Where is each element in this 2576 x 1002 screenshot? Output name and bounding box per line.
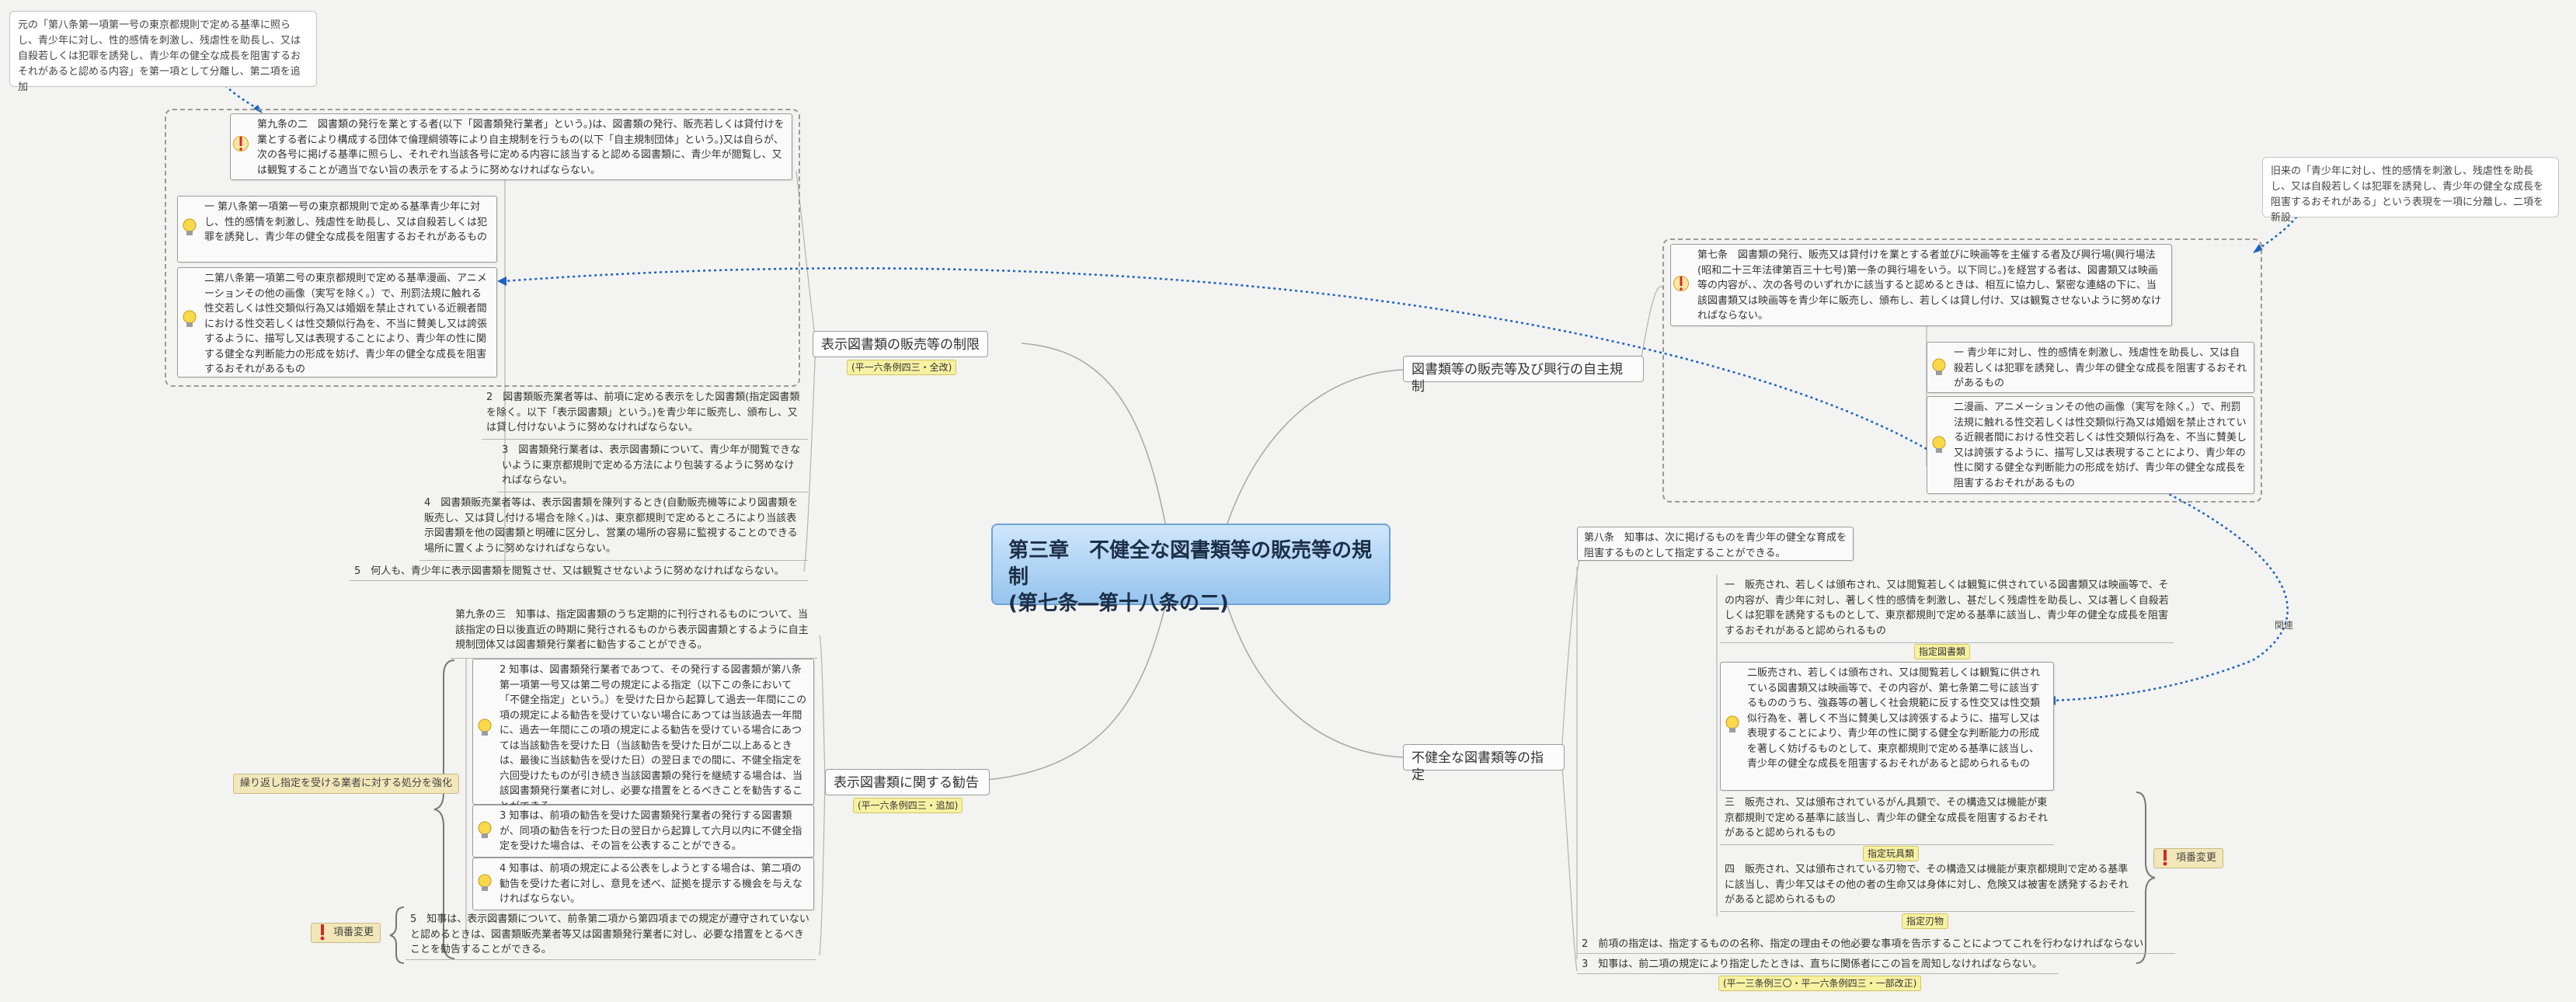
display-limit-item1[interactable]: 一 第八条第一項第一号の東京都規則で定める基準青少年に対し、性的感情を刺激し、残… [177, 196, 497, 263]
selfreg-main[interactable]: 第七条 図書類の発行、販売又は貸付けを業とする者並びに映画等を主催する者及び興行… [1670, 244, 2172, 326]
lightbulb-icon [180, 309, 199, 332]
tip-note-right: 旧来の「青少年に対し、性的感情を刺激し、残虐性を助長し、又は自殺若しくは犯罪を誘… [2262, 157, 2559, 224]
tip-note-left: 元の「第八条第一項第一号の東京都規則で定める基準に照らし、青少年に対し、性的感情… [9, 11, 317, 93]
branch-selfreg[interactable]: 図書類等の販売等及び興行の自主規制 [1403, 356, 1644, 395]
display-limit-p5[interactable]: 5 何人も、青少年に表示図書類を閲覧させ、又は観覧させないように努めなければなら… [350, 562, 808, 581]
display-limit-p3[interactable]: 3 図書類発行業者は、表示図書類について、青少年が閲覧できないように東京都規則で… [497, 441, 808, 492]
advice-intro[interactable]: 第九条の三 知事は、指定図書類のうち定期的に刊行されるものについて、当該指定の日… [451, 606, 817, 659]
lightbulb-icon [1930, 357, 1948, 381]
display-limit-p4[interactable]: 4 図書類販売業者等は、表示図書類を陳列するとき(自動販売機等により図書類を販売… [419, 494, 808, 561]
central-topic[interactable]: 第三章 不健全な図書類等の販売等の規制 (第七条―第十八条の二) [991, 524, 1391, 615]
label-repeat-designation: 繰り返し指定を受ける業者に対する処分を強化 [233, 774, 460, 794]
display-limit-main[interactable]: 第九条の二 図書類の発行を業とする者(以下「図書類発行業者」という。)は、図書類… [230, 113, 792, 180]
selfreg-item1[interactable]: 一 青少年に対し、性的感情を刺激し、残虐性を助長し、又は自殺若しくは犯罪を誘発し… [1927, 342, 2254, 393]
designation-item2[interactable]: 二販売され、若しくは頒布され、又は閲覧若しくは観覧に供されている図書類又は映画等… [1720, 662, 2054, 791]
branch-advice[interactable]: 表示図書類に関する勧告 [825, 769, 990, 795]
exclamation-icon [315, 923, 329, 945]
lightbulb-icon [475, 873, 494, 896]
display-limit-group-frame [165, 109, 800, 387]
relation-label: 関連 [2275, 620, 2294, 631]
branch-display-limit[interactable]: 表示図書類の販売等の制限 [813, 331, 988, 357]
lightbulb-icon [1930, 435, 1948, 458]
designation-item1[interactable]: 一 販売され、若しくは頒布され、又は閲覧若しくは観覧に供されている図書類又は映画… [1720, 576, 2174, 643]
designation-item3-tag: 指定玩具類 [1863, 846, 1920, 861]
selfreg-item2[interactable]: 二漫画、アニメーションその他の画像（実写を除く。）で、刑罰法規に触れる性交若しく… [1927, 396, 2254, 494]
lightbulb-icon [1723, 715, 1742, 738]
display-limit-tag: (平一六条例四三・全改) [847, 360, 957, 375]
advice-p3[interactable]: 3 知事は、前項の勧告を受けた図書類発行業者の発行する図書類が、同項の勧告を行つ… [472, 805, 814, 858]
branch-designation[interactable]: 不健全な図書類等の指定 [1403, 744, 1565, 783]
advice-p4[interactable]: 4 知事は、前項の規定による公表をしようとする場合は、第二項の勧告を受けた者に対… [472, 858, 814, 910]
display-limit-item2[interactable]: 二第八条第一項第二号の東京都規則で定める基準漫画、アニメーションその他の画像（実… [177, 267, 497, 377]
exclamation-icon [2158, 848, 2172, 870]
exclamation-icon [1673, 272, 1689, 298]
designation-item3[interactable]: 三 販売され、又は頒布されているがん具類で、その構造又は機能が東京都規則で定める… [1720, 794, 2054, 845]
advice-p5[interactable]: 5 知事は、表示図書類について、前条第二項から第四項までの規定が遵守されていない… [406, 910, 816, 960]
designation-item4-tag: 指定刃物 [1902, 913, 1949, 929]
advice-p2[interactable]: 2 知事は、図書類発行業者であつて、その発行する図書類が第八条第一項第一号又は第… [472, 659, 814, 812]
lightbulb-icon [475, 718, 494, 741]
exclamation-icon [233, 132, 249, 158]
central-title-line2: (第七条―第十八条の二) [1008, 592, 1229, 615]
lightbulb-icon [180, 217, 199, 241]
designation-tag: (平一三条例三〇・平一六条例四三・一部改正) [1718, 976, 1922, 991]
advice-tag: (平一六条例四三・追加) [853, 798, 963, 813]
selfreg-group-frame [1662, 238, 2262, 503]
designation-item4[interactable]: 四 販売され、又は頒布されている刃物で、その構造又は機能が東京都規則で定める基準… [1720, 861, 2135, 912]
designation-item1-tag: 指定図書類 [1914, 644, 1971, 659]
designation-p2[interactable]: 2 前項の指定は、指定するものの名称、指定の理由その他必要な事項を告示することに… [1577, 935, 2175, 954]
central-title-line1: 第三章 不健全な図書類等の販売等の規制 [1008, 539, 1373, 589]
display-limit-p2[interactable]: 2 図書類販売業者等は、前項に定める表示をした図書類(指定図書類を除く。以下「表… [482, 388, 808, 440]
designation-p3[interactable]: 3 知事は、前二項の規定により指定したときは、直ちに関係者にこの旨を周知しなけれ… [1577, 955, 2059, 974]
designation-intro[interactable]: 第八条 知事は、次に掲げるものを青少年の健全な育成を阻害するものとして指定するこ… [1577, 527, 1854, 561]
lightbulb-icon [475, 820, 494, 844]
